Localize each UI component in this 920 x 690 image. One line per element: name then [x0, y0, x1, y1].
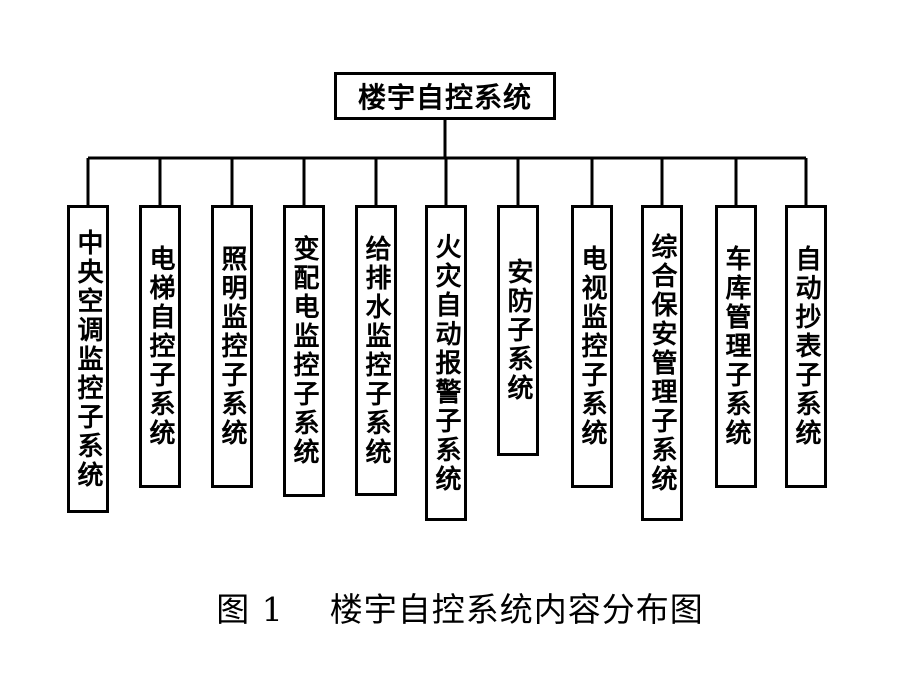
child-node-label: 综合保安管理子系统: [647, 232, 677, 494]
figure-number: 图 1: [216, 590, 284, 629]
child-node-fire: 火灾自动报警子系统: [425, 205, 467, 521]
child-node-label: 电梯自控子系统: [145, 245, 175, 448]
child-node-security: 安防子系统: [497, 205, 539, 456]
child-node-hvac: 中央空调监控子系统: [67, 205, 109, 513]
child-node-plumbing: 给排水监控子系统: [355, 205, 397, 496]
child-node-elevator: 电梯自控子系统: [139, 205, 181, 488]
root-node-label: 楼宇自控系统: [357, 81, 532, 114]
child-node-label: 自动抄表子系统: [791, 245, 821, 448]
child-node-power: 变配电监控子系统: [283, 205, 325, 497]
child-node-tv: 电视监控子系统: [571, 205, 613, 488]
child-node-garage: 车库管理子系统: [715, 205, 757, 488]
figure-caption: 图 1 楼宇自控系统内容分布图: [0, 583, 920, 631]
child-node-label: 中央空调监控子系统: [73, 228, 103, 490]
child-node-integrated-security: 综合保安管理子系统: [641, 205, 683, 521]
child-node-lighting: 照明监控子系统: [211, 205, 253, 488]
figure-title: 楼宇自控系统内容分布图: [329, 590, 704, 629]
child-node-label: 火灾自动报警子系统: [431, 232, 461, 494]
child-node-label: 电视监控子系统: [577, 245, 607, 448]
child-node-label: 给排水监控子系统: [361, 234, 391, 467]
root-node: 楼宇自控系统: [334, 72, 556, 120]
child-node-label: 变配电监控子系统: [289, 235, 319, 467]
child-node-label: 安防子系统: [503, 258, 533, 403]
child-node-label: 照明监控子系统: [217, 245, 247, 448]
child-node-meter: 自动抄表子系统: [785, 205, 827, 488]
child-node-label: 车库管理子系统: [721, 245, 751, 448]
